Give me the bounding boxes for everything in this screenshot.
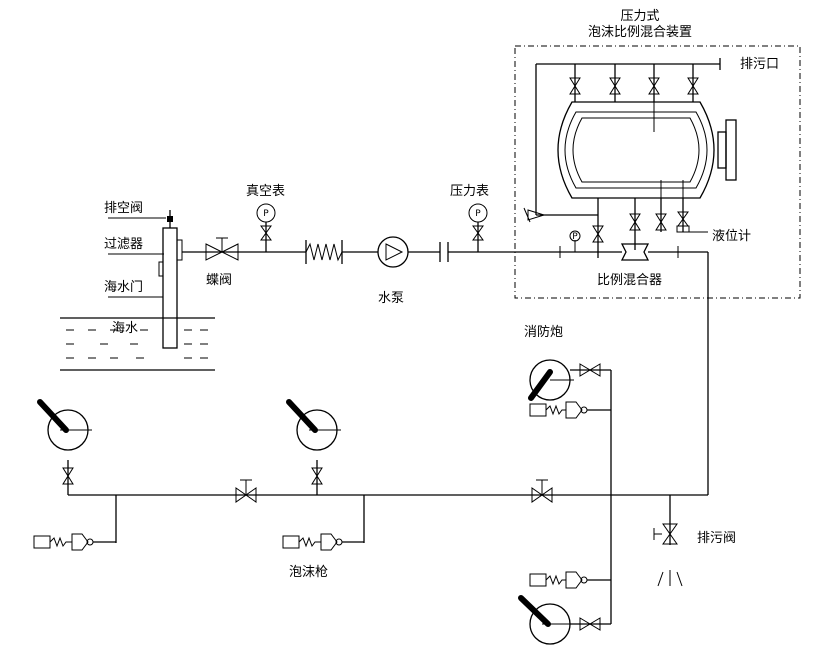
drain-outlet-label: 排污口 <box>740 57 779 72</box>
tank-top-valves <box>536 58 721 102</box>
butterfly-valve-label: 蝶阀 <box>206 273 232 288</box>
tank-bottom-valves <box>629 198 708 250</box>
flexible-joint <box>305 240 343 264</box>
pressure-gauge-label: 压力表 <box>450 184 489 199</box>
drain-valve-label: 排污阀 <box>697 531 736 546</box>
water-pump-label: 水泵 <box>378 291 404 306</box>
proportioner-label: 比例混合器 <box>597 273 662 288</box>
foam-tank <box>557 101 737 199</box>
vacuum-gauge-symbol: P <box>263 209 269 219</box>
filter-label: 过滤器 <box>104 237 143 252</box>
foam-gun-middle <box>282 533 364 551</box>
tank-return-line <box>523 64 604 258</box>
pump-flange <box>439 242 449 262</box>
butterfly-valve <box>205 237 239 261</box>
monitor-middle <box>286 399 341 451</box>
proportioner <box>559 230 679 261</box>
vacuum-gauge-label: 真空表 <box>246 184 285 199</box>
branch-valves <box>62 467 553 503</box>
level-gauge-label: 液位计 <box>712 229 751 244</box>
vacuum-gauge <box>256 203 276 252</box>
fire-monitor-label: 消防炮 <box>524 324 563 340</box>
monitor-left <box>37 399 92 451</box>
foam-gun-left <box>33 533 116 551</box>
device-title-line1: 压力式 <box>620 9 659 24</box>
foam-gun-label: 泡沫枪 <box>289 564 328 580</box>
foam-gun-right-top <box>529 401 611 419</box>
water-pump <box>377 236 409 268</box>
sea-gate-label: 海水门 <box>104 280 143 295</box>
proportioner-gauge-symbol: P <box>572 232 578 242</box>
drain-valve <box>653 523 683 587</box>
foam-device-enclosure <box>514 45 801 299</box>
main-pipeline <box>182 251 709 495</box>
pressure-gauge <box>468 203 488 252</box>
distribution-pipeline <box>67 370 708 624</box>
vent-valve-label: 排空阀 <box>104 201 143 216</box>
pressure-gauge-symbol: P <box>475 209 481 219</box>
foam-gun-right-bottom <box>529 571 611 589</box>
suction-filter <box>158 210 183 349</box>
monitor-bottom-right <box>518 595 611 645</box>
seawater-tank <box>60 317 215 371</box>
device-title-line2: 泡沫比例混合装置 <box>588 25 692 40</box>
monitor-top-right <box>528 359 611 401</box>
suction-leader-lines <box>108 217 166 298</box>
seawater-label: 海水 <box>112 321 138 336</box>
